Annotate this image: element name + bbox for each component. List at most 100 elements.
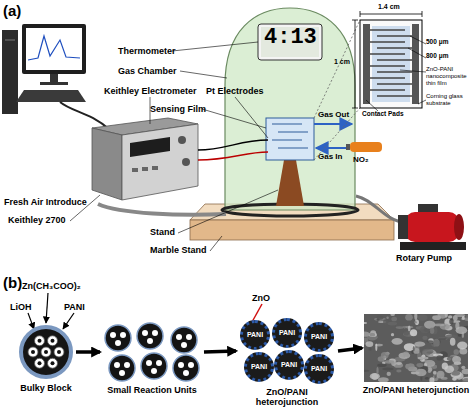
part-label: Gas Chamber (118, 66, 177, 76)
marble-front (190, 220, 394, 240)
sem-grain (377, 315, 384, 319)
sem-grain (461, 366, 465, 369)
bulk-shape (18, 324, 74, 380)
sem-grain (433, 371, 437, 375)
unit-dot (110, 332, 116, 338)
sem-grain (452, 356, 461, 363)
sem-grain (453, 349, 459, 355)
film-electrodes (272, 124, 308, 148)
part-label: Stand (150, 227, 175, 237)
sem-grain (413, 346, 415, 351)
flow-arrow (76, 350, 100, 354)
sem-grain (378, 377, 389, 382)
sem-grain (399, 352, 411, 359)
instrument-front (122, 124, 198, 200)
thermometer-body (258, 24, 322, 60)
reaction-cell (48, 358, 58, 368)
sem-image (364, 314, 468, 382)
contact-pad (412, 24, 419, 104)
sem-grain (450, 338, 456, 346)
part-label: Gas In (318, 152, 342, 161)
sem-grain (402, 326, 413, 328)
sem-grain (364, 331, 369, 336)
sem-grain (405, 359, 410, 364)
sample-stand (276, 160, 304, 206)
sem-grain (418, 314, 428, 320)
cell-core (31, 350, 35, 354)
sem-grain (427, 340, 434, 343)
sem-grain (382, 367, 394, 370)
part-label: Zn(CH₃COO)₂ (22, 281, 81, 291)
sem-grain (449, 319, 453, 325)
sem-grain (424, 321, 435, 329)
stage-label: Bulky Block (1, 383, 91, 393)
sem-grain (414, 341, 425, 346)
instrument-knob (182, 158, 190, 166)
part-label: 1 cm (334, 58, 350, 66)
reaction-unit (141, 353, 167, 379)
sem-grain (462, 378, 468, 382)
sem-grain (414, 314, 417, 320)
part-label: 4:13 (264, 25, 317, 50)
pani-particle: PANI (272, 318, 302, 348)
sem-grain (430, 327, 434, 333)
stage-label: ZnO/PANI heterojunction (237, 387, 337, 408)
pump-handle (418, 204, 438, 212)
part-label: NO₂ (353, 155, 369, 164)
unit-dot (188, 362, 194, 368)
unit-dot (151, 368, 157, 374)
reaction-unit (137, 323, 163, 349)
sem-grain (462, 369, 468, 374)
monitor-frame (22, 24, 86, 74)
sem-grain (408, 325, 411, 331)
sem-grain (452, 377, 457, 380)
electrode-wire (198, 152, 268, 160)
pump-base (400, 242, 466, 250)
sem-grain (386, 316, 388, 319)
sem-grain (396, 369, 401, 372)
sem-grain (366, 341, 374, 347)
reaction-cell (35, 358, 45, 368)
sem-grain (405, 314, 413, 321)
electrode-wire (198, 140, 268, 150)
particle-label: PANI (307, 325, 331, 349)
sem-grain (437, 371, 445, 379)
monitor-stand (50, 74, 58, 82)
reaction-cell (28, 347, 38, 357)
sem-grain (418, 357, 429, 360)
process-stage: Small Reaction Units (102, 322, 202, 382)
sem-grain (403, 352, 409, 357)
reaction-unit (171, 327, 197, 353)
sem-grain (404, 343, 416, 351)
dimension-line (360, 11, 422, 17)
unit-dot (119, 370, 125, 376)
pump-body (405, 212, 459, 242)
dimension-line (352, 20, 358, 108)
sem-grain (438, 337, 447, 340)
pani-particle: PANI (274, 350, 304, 380)
reagent-arrow (46, 293, 48, 323)
units-shape (102, 322, 202, 382)
unit-dot (186, 334, 192, 340)
sem-grain (391, 333, 394, 336)
instrument-button (152, 166, 158, 170)
sem-grain (448, 315, 452, 318)
sem-grain (403, 331, 409, 336)
part-label: Keithley 2700 (8, 215, 66, 225)
gas-in-pipe (316, 147, 350, 149)
sem-grain (415, 369, 426, 377)
part-label: LiOH (10, 302, 32, 312)
unit-dot (147, 338, 153, 344)
drive-slot (5, 40, 15, 41)
instrument-button (142, 167, 148, 171)
instrument-knob (178, 136, 186, 144)
air-tube (98, 204, 226, 215)
sem-grain (436, 355, 442, 360)
part-label: Keithley Electrometer (104, 86, 197, 96)
sem-grain (391, 317, 397, 322)
reaction-unit (105, 325, 131, 351)
pump-cap (454, 214, 464, 240)
sem-grain (396, 362, 402, 365)
sem-grain (433, 372, 436, 376)
